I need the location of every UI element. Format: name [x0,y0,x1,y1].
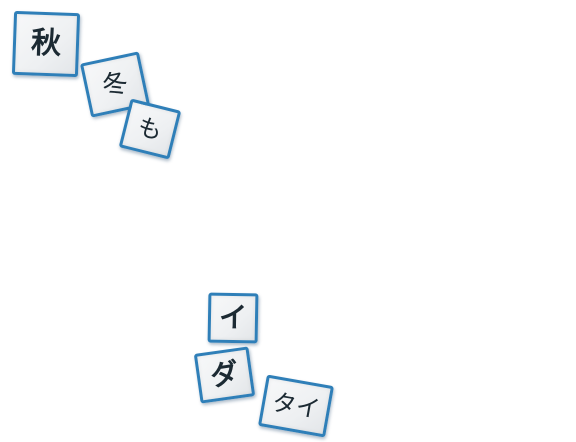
tile-mo-text: も [134,112,166,146]
tile-da: ダ [193,346,256,404]
tile-tai: タイ [258,374,334,438]
tile-aki: 秋 [11,10,81,78]
tile-mo: も [118,98,182,160]
tile-aki-text: 秋 [30,25,62,62]
tile-tai-text: タイ [269,388,323,424]
tile-da-text: ダ [208,356,241,393]
tile-i: イ [207,292,259,344]
tile-i-text: イ [218,300,248,335]
tile-fuyu-text: 冬 [99,67,131,102]
